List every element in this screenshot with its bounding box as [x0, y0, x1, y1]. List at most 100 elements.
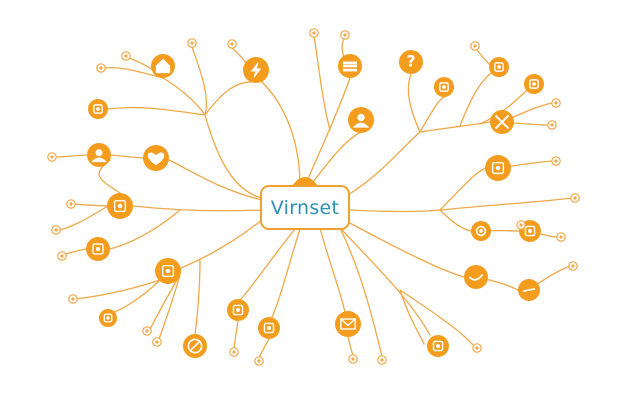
small-node-dot-icon [69, 202, 73, 206]
svg-text:?: ? [406, 53, 415, 71]
node-notes[interactable] [485, 155, 511, 181]
branch-print [271, 228, 301, 318]
small-node[interactable] [229, 347, 239, 357]
node-briefcase[interactable] [489, 57, 509, 77]
node-notes[interactable] [107, 193, 133, 219]
small-node-dot-icon [155, 340, 159, 344]
node-camera[interactable] [427, 335, 449, 357]
user-icon [91, 149, 107, 163]
node-location[interactable] [88, 99, 108, 119]
nodes: ? [47, 28, 580, 366]
branch-top-a [191, 46, 207, 116]
node-lightning[interactable] [243, 57, 269, 83]
small-node[interactable] [547, 120, 557, 130]
branch-right-d [439, 197, 573, 211]
node-circle [464, 265, 488, 289]
small-node[interactable] [152, 337, 162, 347]
small-node-dot-icon [54, 228, 58, 232]
branch-team [180, 219, 263, 269]
small-node[interactable] [472, 343, 482, 353]
node-home[interactable] [151, 54, 175, 78]
node-user[interactable] [87, 143, 111, 167]
branch-user [309, 131, 362, 187]
user-icon [352, 113, 370, 128]
branch-user-left [110, 154, 144, 159]
branch-shield [107, 106, 206, 116]
small-node[interactable] [47, 152, 57, 162]
small-node-dot-icon [571, 264, 575, 268]
small-node[interactable] [187, 38, 197, 48]
center-node[interactable]: Virnset [260, 185, 350, 230]
small-node[interactable] [309, 28, 319, 38]
heart-icon [147, 152, 165, 166]
small-node[interactable] [551, 98, 561, 108]
node-handshake[interactable] [464, 265, 488, 289]
small-node[interactable] [254, 356, 264, 366]
node-question[interactable]: ? [399, 50, 423, 74]
node-close[interactable] [490, 110, 514, 134]
branch-left-a [73, 203, 108, 207]
node-badge[interactable] [227, 299, 249, 321]
branch-bot-d [347, 336, 354, 357]
small-node[interactable] [66, 199, 76, 209]
node-print[interactable] [258, 317, 280, 339]
node-mail[interactable] [335, 311, 361, 337]
small-node-dot-icon [380, 358, 384, 362]
prohibited-icon [187, 338, 203, 354]
node-menu[interactable] [338, 54, 362, 78]
small-node-dot-icon [573, 196, 577, 200]
branch-briefcase [459, 69, 496, 127]
print-icon [263, 322, 275, 334]
small-node-dot-icon [473, 44, 477, 48]
small-node[interactable] [227, 39, 237, 49]
branch-handshake [347, 221, 465, 278]
branch-target [439, 209, 472, 232]
small-node[interactable] [121, 51, 131, 61]
notes-icon [113, 199, 127, 213]
node-prohibited[interactable] [183, 334, 207, 358]
trunk-right-mid [349, 209, 441, 213]
small-node[interactable] [556, 232, 566, 242]
small-node[interactable] [551, 156, 561, 166]
branch-home [162, 77, 206, 116]
small-node-dot-icon [554, 101, 558, 105]
node-pen[interactable] [518, 279, 540, 301]
branch-chat [419, 96, 445, 133]
small-node[interactable] [568, 261, 578, 271]
small-node-dot-icon [519, 223, 523, 227]
camera-icon [432, 340, 444, 352]
node-brush[interactable] [86, 237, 110, 261]
branch-menu [304, 77, 351, 187]
mail-icon [340, 318, 356, 330]
home-icon [155, 58, 171, 74]
node-chat[interactable] [434, 77, 454, 97]
small-node-dot-icon [145, 329, 149, 333]
small-node[interactable] [470, 41, 480, 51]
node-user[interactable] [348, 107, 374, 133]
node-document[interactable] [524, 74, 544, 94]
small-node[interactable] [142, 326, 152, 336]
handshake-icon [468, 273, 484, 281]
branch-lightning [204, 81, 257, 116]
small-node-dot-icon [343, 33, 347, 37]
branch-top-mid [261, 81, 301, 187]
small-node[interactable] [348, 354, 358, 364]
node-heart[interactable] [143, 145, 169, 171]
small-node[interactable] [340, 30, 350, 40]
small-node[interactable] [377, 355, 387, 365]
team-icon [161, 264, 175, 278]
small-node[interactable] [516, 220, 526, 230]
branch-mail [319, 227, 346, 313]
node-team[interactable] [155, 258, 181, 284]
brush-icon [92, 243, 104, 255]
small-node[interactable] [57, 251, 67, 261]
node-cutlery[interactable] [99, 309, 117, 327]
small-node[interactable] [570, 193, 580, 203]
node-target[interactable] [471, 221, 491, 241]
trunk-left-top [204, 114, 263, 199]
small-node[interactable] [68, 294, 78, 304]
small-node[interactable] [96, 63, 106, 73]
location-icon [93, 104, 103, 114]
branch-heart [168, 159, 263, 201]
small-node[interactable] [51, 225, 61, 235]
